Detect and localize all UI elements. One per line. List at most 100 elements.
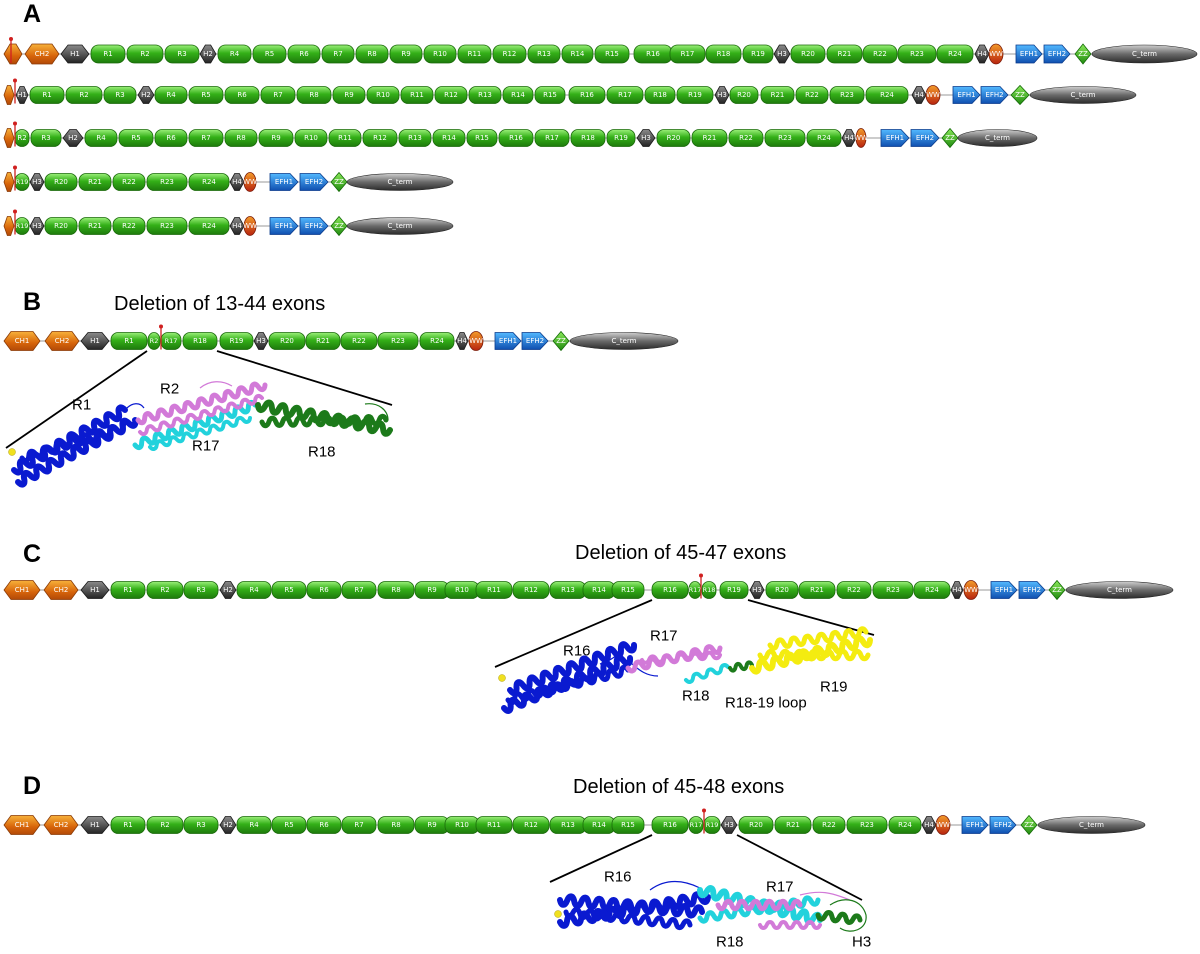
spectrin-repeat-r10: [423, 44, 457, 64]
spectrin-repeat-r8: [355, 44, 389, 64]
h3-hinge-label: H3: [724, 821, 734, 829]
spectrin-repeat-r4-label: R4: [249, 586, 259, 594]
h3-hinge: [720, 816, 738, 834]
spectrin-repeat-r3: [30, 129, 62, 147]
spectrin-repeat-r24: [806, 129, 842, 147]
deletion-junction-dot: [13, 121, 17, 126]
spectrin-repeat-r16: [498, 129, 534, 147]
spectrin-repeat-r21: [78, 217, 112, 235]
spectrin-repeat-r14-label: R14: [511, 91, 525, 99]
spectrin-repeat-r21-label: R21: [316, 337, 330, 345]
helix-r18-19-loop: [728, 660, 754, 673]
spectrin-repeat-r24: [913, 581, 951, 599]
structure-label-r17-c: R17: [650, 628, 678, 645]
spectrin-repeat-r15-label: R15: [543, 91, 557, 99]
spectrin-repeat-r2: [65, 86, 103, 104]
spectrin-repeat-r10-label: R10: [376, 91, 390, 99]
spectrin-repeat-r17: [606, 86, 644, 104]
h3-hinge: [749, 581, 765, 599]
ch2-domain: [24, 43, 60, 65]
spectrin-repeat-r21: [691, 129, 728, 147]
helix-r19-b: [757, 648, 871, 662]
spectrin-repeat-r22-label: R22: [739, 134, 753, 142]
ww-domain: [855, 128, 867, 148]
ww-domain-label: WW: [936, 821, 950, 829]
spectrin-repeat-r23: [846, 816, 888, 834]
helix-r17-d-b: [758, 920, 822, 930]
spectrin-repeat-r9-label: R9: [271, 134, 280, 142]
ch1-domain: [3, 85, 15, 105]
spectrin-repeat-r14: [432, 129, 466, 147]
h2-hinge: [199, 44, 217, 64]
spectrin-repeat-r22-label: R22: [352, 337, 366, 345]
spectrin-repeat-r6: [287, 44, 321, 64]
spectrin-repeat-r22-label: R22: [822, 821, 836, 829]
spectrin-repeat-r2-label: R2: [17, 134, 26, 142]
spectrin-repeat-r1-label: R1: [42, 91, 51, 99]
spectrin-repeat-r12: [434, 86, 468, 104]
spectrin-repeat-r24: [936, 44, 974, 64]
spectrin-repeat-r24-label: R24: [202, 222, 216, 230]
efh1-domain-label: EFH1: [957, 91, 975, 99]
zz-domain-label: ZZ: [945, 134, 955, 142]
efh2-domain: [521, 332, 549, 350]
spectrin-repeat-r1-label: R1: [123, 586, 132, 594]
spectrin-repeat-r5: [118, 129, 154, 147]
spectrin-repeat-r11: [475, 816, 513, 834]
helix-r17-d-a: [715, 898, 803, 912]
spectrin-repeat-r23: [872, 581, 914, 599]
spectrin-repeat-r9-label: R9: [427, 586, 436, 594]
spectrin-repeat-r20: [738, 816, 774, 834]
spectrin-repeat-r19-label: R19: [230, 337, 244, 345]
ch2-domain-label: CH2: [54, 586, 69, 594]
spectrin-repeat-r5-label: R5: [201, 91, 210, 99]
efh2-domain-label: EFH2: [526, 337, 544, 345]
c-terminal-domain-label: C_term: [1070, 91, 1095, 99]
spectrin-repeat-r6-label: R6: [166, 134, 176, 142]
h1-hinge-label: H1: [90, 586, 100, 594]
h3-hinge: [253, 332, 269, 350]
structure-label-r1: R1: [72, 397, 91, 414]
spectrin-repeat-r13-label: R13: [478, 91, 492, 99]
ww-domain-label: WW: [926, 91, 940, 99]
spectrin-repeat-r2-label: R2: [79, 91, 88, 99]
n-terminus-dot-c: [498, 674, 506, 682]
spectrin-repeat-r24-label: R24: [898, 821, 912, 829]
c-terminal-domain-label: C_term: [611, 337, 636, 345]
spectrin-repeat-r1: [29, 86, 65, 104]
spectrin-repeat-r10-label: R10: [455, 586, 469, 594]
spectrin-repeat-r3-label: R3: [196, 586, 205, 594]
ww-domain: [935, 815, 951, 835]
efh1-domain: [990, 581, 1018, 599]
spectrin-repeat-r10: [366, 86, 400, 104]
spectrin-repeat-r14-label: R14: [571, 50, 585, 58]
zz-domain-label: ZZ: [334, 178, 344, 186]
spectrin-repeat-r8: [296, 86, 332, 104]
helix-r17-d: [640, 650, 722, 665]
spectrin-repeat-r16-label: R16: [663, 821, 677, 829]
spectrin-repeat-r14: [502, 86, 534, 104]
zoom-line-right-d: [736, 834, 863, 901]
spectrin-repeat-r20-label: R20: [775, 586, 789, 594]
h2-hinge: [219, 581, 237, 599]
spectrin-repeat-r17-label: R17: [618, 91, 632, 99]
spectrin-repeat-r13-label: R13: [408, 134, 422, 142]
spectrin-repeat-r11-label: R11: [338, 134, 352, 142]
spectrin-repeat-r20-label: R20: [667, 134, 681, 142]
spectrin-repeat-r13-label: R13: [537, 50, 551, 58]
spectrin-repeat-r17-label: R17: [681, 50, 695, 58]
spectrin-repeat-r19-label: R19: [727, 586, 741, 594]
spectrin-repeat-r17-label: R17: [690, 821, 703, 829]
efh1-domain-label: EFH1: [499, 337, 517, 345]
spectrin-repeat-r7-label: R7: [273, 91, 282, 99]
spectrin-repeat-r19: [606, 129, 636, 147]
spectrin-repeat-r1: [110, 332, 148, 350]
spectrin-repeat-r23: [897, 44, 937, 64]
efh2-domain-label: EFH2: [985, 91, 1003, 99]
spectrin-repeat-r21-label: R21: [786, 821, 800, 829]
spectrin-repeat-r11-label: R11: [468, 50, 482, 58]
spectrin-repeat-r14-label: R14: [592, 821, 606, 829]
efh2-domain-label: EFH2: [1023, 586, 1041, 594]
h1-hinge-label: H1: [17, 91, 27, 99]
